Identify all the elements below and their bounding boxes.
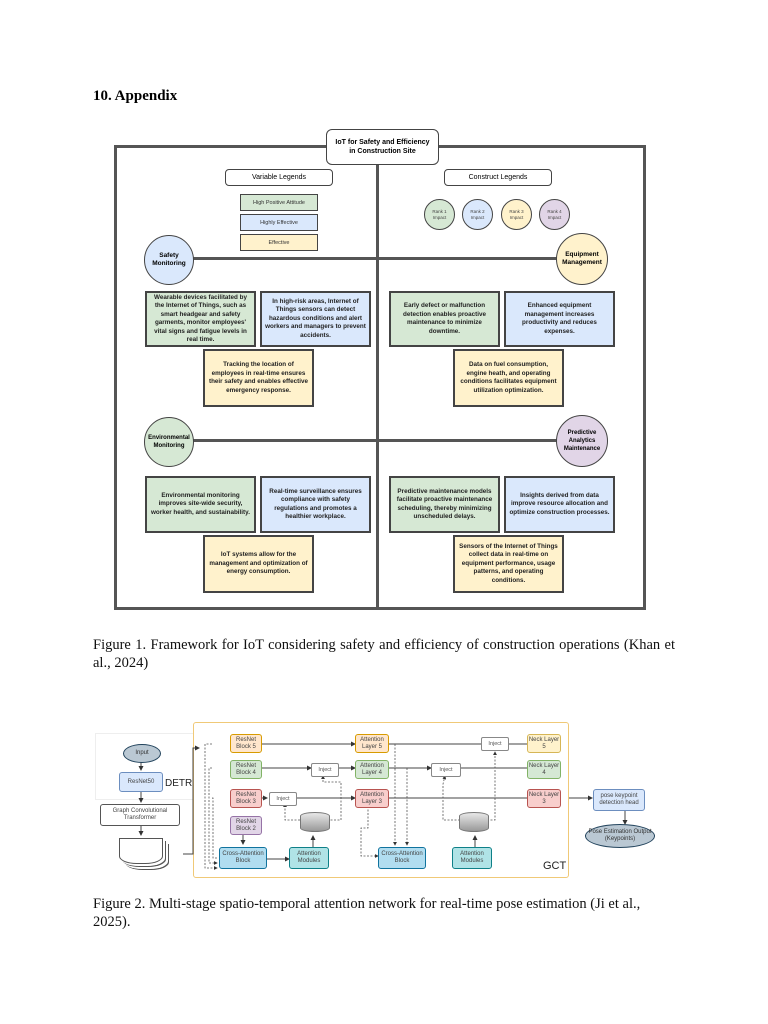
node-equipment-management: Equipment Management [556, 233, 608, 285]
card-safety-tracking: Tracking the location of employees in re… [203, 349, 314, 407]
graph-convolutional-transformer-block: Graph Convolutional Transformer [100, 804, 180, 826]
card-environmental-surveillance: Real-time surveillance ensures complianc… [260, 476, 371, 533]
card-predictive-insights: Insights derived from data improve resou… [504, 476, 615, 533]
neck-layer-4: Neck Layer 4 [527, 760, 561, 779]
inject-neck-4: Inject [431, 763, 461, 777]
center-divider [376, 145, 379, 610]
database-cylinder-1-icon [300, 812, 330, 832]
legend-highly-effective: Highly Effective [240, 214, 318, 231]
card-equipment-management: Enhanced equipment management increases … [504, 291, 615, 347]
pose-estimation-output-cloud: Pose Estimation Output (Keypoints) [585, 824, 655, 848]
section-heading: 10. Appendix [93, 88, 178, 104]
node-safety-monitoring: Safety Monitoring [144, 235, 194, 285]
variable-legends-heading: Variable Legends [225, 169, 333, 186]
resnet50-block: ResNet50 [119, 772, 163, 792]
card-environmental-energy: IoT systems allow for the management and… [203, 535, 314, 593]
detr-label: DETR [165, 778, 193, 789]
pose-keypoint-detection-head: pose keypoint detection head [593, 789, 645, 811]
card-equipment-data: Data on fuel consumption, engine heath, … [453, 349, 564, 407]
inject-block-4: Inject [311, 763, 339, 777]
attention-layer-4: Attention Layer 4 [355, 760, 389, 779]
figure-1-framework-diagram: IoT for Safety and Efficiency in Construc… [112, 127, 650, 613]
cross-attention-block-1: Cross-Attention Block [219, 847, 267, 869]
node-predictive-analytics-maintenance: Predictive Analytics Maintenance [556, 415, 608, 467]
figure-2-architecture-diagram: Input ResNet50 DETR Graph Convolutional … [95, 720, 695, 880]
card-safety-wearables: Wearable devices facilitated by the Inte… [145, 291, 256, 347]
figure-1-caption: Figure 1. Framework for IoT considering … [93, 637, 675, 671]
gct-label: GCT [543, 860, 567, 872]
construct-legends-heading: Construct Legends [444, 169, 552, 186]
title-line-1: IoT for Safety and Efficiency [335, 139, 430, 146]
card-predictive-sensors: Sensors of the Internet of Things collec… [453, 535, 564, 593]
neck-layer-3: Neck Layer 3 [527, 789, 561, 808]
attention-layer-5: Attention Layer 5 [355, 734, 389, 753]
resnet-block-2: ResNet Block 2 [230, 816, 262, 835]
inject-block-3: Inject [269, 792, 297, 806]
inject-neck-5: Inject [481, 737, 509, 751]
legend-high-positive-attitude: High Positive Attitude [240, 194, 318, 211]
figure-2-caption: Figure 2. Multi-stage spatio-temporal at… [93, 896, 641, 930]
input-cloud: Input [123, 744, 161, 763]
resnet-block-5: ResNet Block 5 [230, 734, 262, 753]
attention-layer-3: Attention Layer 3 [355, 789, 389, 808]
connector-line-row-1 [192, 257, 560, 260]
attention-modules-1: Attention Modules [289, 847, 329, 869]
resnet-block-4: ResNet Block 4 [230, 760, 262, 779]
diagram-title: IoT for Safety and Efficiency in Construc… [326, 129, 439, 165]
neck-layer-5: Neck Layer 5 [527, 734, 561, 753]
card-safety-sensors: In high-risk areas, Internet of Things s… [260, 291, 371, 347]
card-predictive-models: Predictive maintenance models facilitate… [389, 476, 500, 533]
document-stack-icon [119, 838, 163, 864]
attention-modules-2: Attention Modules [452, 847, 492, 869]
title-line-2: in Construction Site [349, 148, 416, 155]
card-equipment-defect: Early defect or malfunction detection en… [389, 291, 500, 347]
legend-effective: Effective [240, 234, 318, 251]
card-environmental-monitoring: Environmental monitoring improves site-w… [145, 476, 256, 533]
resnet-block-3: ResNet Block 3 [230, 789, 262, 808]
database-cylinder-2-icon [459, 812, 489, 832]
cross-attention-block-2: Cross-Attention Block [378, 847, 426, 869]
connector-line-row-2 [192, 439, 560, 442]
node-environmental-monitoring: Environmental Monitoring [144, 417, 194, 467]
